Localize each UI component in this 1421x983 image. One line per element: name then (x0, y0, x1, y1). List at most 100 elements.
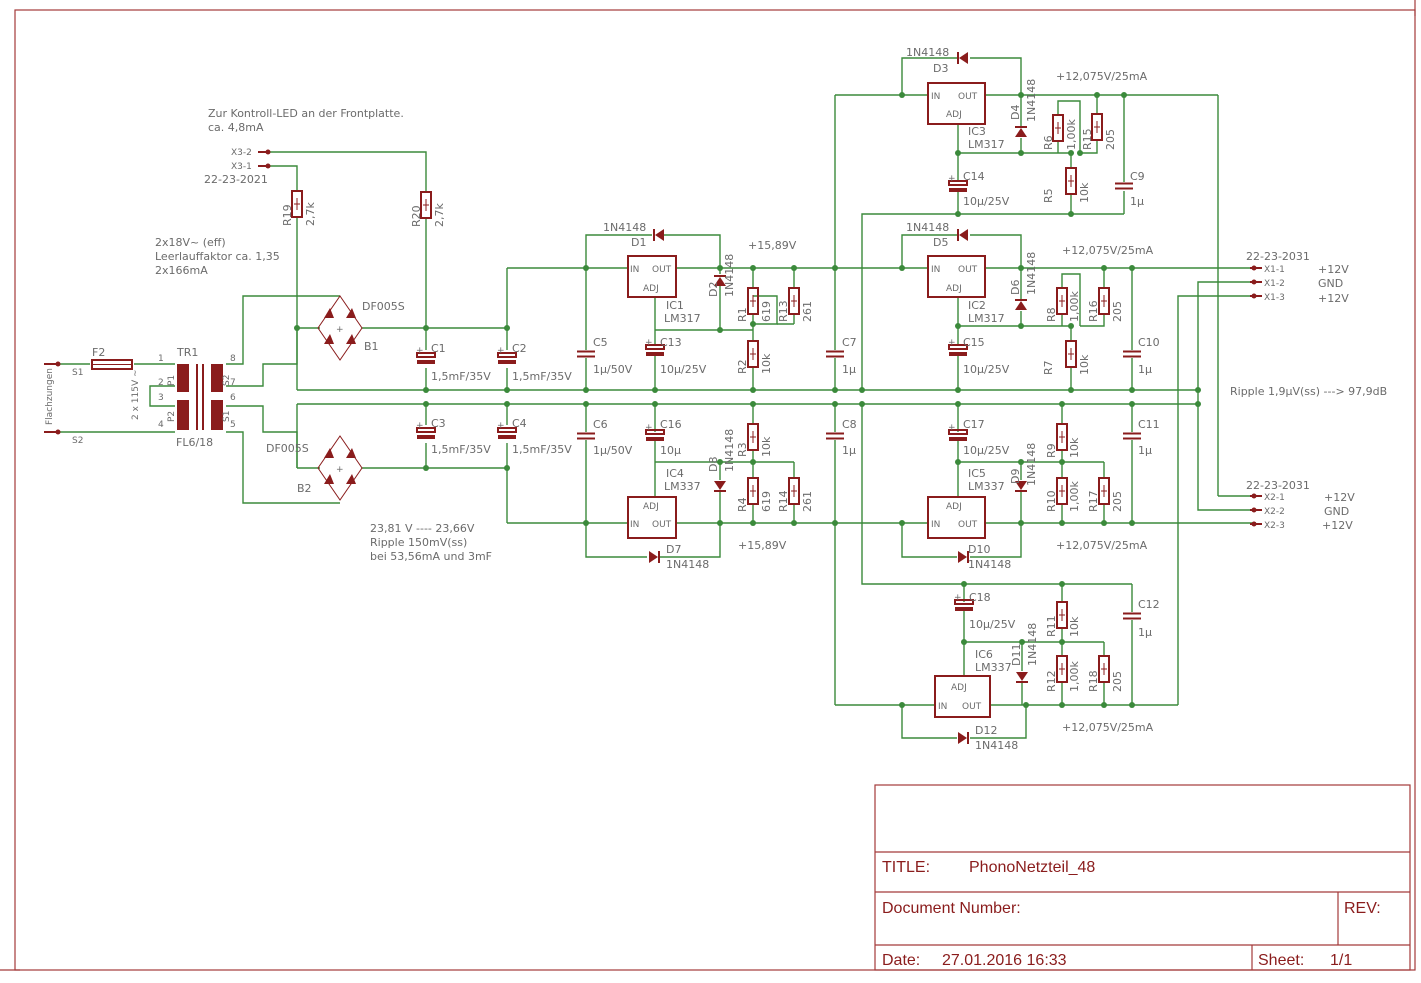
svg-text:1N4148: 1N4148 (906, 46, 949, 59)
date-value: 27.01.2016 16:33 (942, 952, 1067, 969)
svg-text:1N4148: 1N4148 (1025, 252, 1038, 295)
svg-text:R8: R8 (1045, 307, 1058, 322)
svg-text:S2: S2 (222, 375, 232, 386)
resistor-r8: R8 1,00k (1045, 287, 1081, 322)
svg-text:2,7k: 2,7k (304, 202, 317, 226)
svg-text:R15: R15 (1081, 128, 1094, 150)
svg-text:LM317: LM317 (968, 138, 1005, 151)
flachzungen-note: Flachzungen (45, 368, 55, 425)
resistor-r19: R19 2,7k (281, 190, 317, 226)
svg-text:1µ: 1µ (1138, 444, 1152, 457)
svg-text:1µ: 1µ (1138, 626, 1152, 639)
svg-text:3: 3 (158, 393, 164, 403)
diode-d6: D6 1N4148 (1009, 252, 1038, 311)
title-label: TITLE: (882, 859, 930, 876)
diode-d4: D4 1N4148 (1009, 79, 1038, 138)
svg-text:R6: R6 (1042, 135, 1055, 150)
svg-text:OUT: OUT (958, 92, 978, 102)
capacitor-c15: C15 10µ/25V (947, 336, 1010, 376)
svg-text:C3: C3 (431, 417, 446, 430)
svg-text:6: 6 (230, 393, 236, 403)
svg-text:10µ/25V: 10µ/25V (963, 195, 1010, 208)
svg-text:B1: B1 (364, 340, 379, 353)
svg-text:C10: C10 (1138, 336, 1160, 349)
svg-text:R10: R10 (1045, 490, 1058, 512)
svg-text:+12V: +12V (1318, 263, 1349, 276)
svg-text:C12: C12 (1138, 598, 1160, 611)
regulator-ic5: ADJ IN OUT IC5 LM337 (927, 467, 1005, 539)
svg-text:205: 205 (1104, 129, 1117, 150)
sheet-label: Sheet: (1258, 952, 1304, 969)
diode-d7: D7 1N4148 (648, 543, 709, 571)
annotations: Zur Kontroll-LED an der Frontplatte. ca.… (155, 70, 1387, 734)
diode-d5: 1N4148 D5 (906, 221, 969, 249)
svg-text:X3-1: X3-1 (231, 162, 252, 172)
resistor-r7: R7 10k (1042, 340, 1091, 375)
svg-text:C8: C8 (842, 418, 857, 431)
mains-input: S1 S2 Flachzungen (44, 361, 83, 446)
svg-text:D4: D4 (1009, 105, 1022, 120)
capacitor-c8: C8 1µ (825, 418, 857, 457)
svg-text:D10: D10 (968, 543, 990, 556)
svg-text:IN: IN (630, 265, 639, 275)
svg-text:10µ/25V: 10µ/25V (660, 363, 707, 376)
svg-text:R7: R7 (1042, 360, 1055, 375)
svg-text:D3: D3 (933, 62, 948, 75)
fuse-f2: F2 (91, 346, 133, 370)
note-trafo-factor: Leerlauffaktor ca. 1,35 (155, 250, 280, 263)
svg-text:+12V: +12V (1318, 292, 1349, 305)
rev-label: REV: (1344, 900, 1381, 917)
resistor-r12: R12 1,00k (1045, 655, 1081, 692)
svg-text:22-23-2031: 22-23-2031 (1246, 479, 1310, 492)
resistor-r1: R1 619 (736, 287, 773, 322)
svg-text:2 x 115V ~: 2 x 115V ~ (131, 369, 141, 420)
svg-text:R14: R14 (777, 490, 790, 512)
svg-text:R5: R5 (1042, 188, 1055, 203)
regulator-ic6: ADJ IN OUT IC6 LM337 (934, 648, 1012, 718)
svg-text:1µ/50V: 1µ/50V (593, 444, 633, 457)
svg-text:D1: D1 (631, 236, 646, 249)
svg-text:ADJ: ADJ (946, 502, 962, 512)
svg-text:1N4148: 1N4148 (723, 429, 736, 472)
svg-text:C13: C13 (660, 336, 682, 349)
note-ic6-output: +12,075V/25mA (1062, 721, 1154, 734)
svg-text:LM337: LM337 (968, 480, 1005, 493)
capacitor-c13: C13 10µ/25V (644, 336, 707, 376)
svg-text:R17: R17 (1087, 490, 1100, 512)
svg-text:R2: R2 (736, 359, 749, 374)
svg-text:10k: 10k (1078, 182, 1091, 203)
svg-text:+12V: +12V (1324, 491, 1355, 504)
diode-d1: 1N4148 D1 (603, 221, 665, 249)
svg-text:R20: R20 (410, 205, 423, 227)
svg-text:X1-1: X1-1 (1264, 265, 1285, 275)
svg-text:619: 619 (760, 301, 773, 322)
svg-text:P1: P1 (167, 375, 177, 386)
capacitor-c6: C6 1µ/50V (576, 418, 633, 457)
capacitor-c18: C18 10µ/25V (953, 591, 1016, 631)
capacitor-c9: C9 1µ (1114, 170, 1145, 208)
svg-text:LM317: LM317 (664, 312, 701, 325)
svg-text:D8: D8 (707, 457, 720, 472)
resistor-r17: R17 205 (1087, 477, 1124, 512)
resistor-r3: R3 10k (736, 423, 773, 457)
svg-text:IN: IN (931, 265, 940, 275)
regulator-ic4: ADJ IN OUT IC4 LM337 (627, 467, 701, 539)
svg-text:IC3: IC3 (968, 125, 986, 138)
junctions (294, 92, 1201, 708)
svg-text:C18: C18 (969, 591, 991, 604)
svg-text:7: 7 (230, 378, 236, 388)
svg-text:C6: C6 (593, 418, 608, 431)
svg-text:LM337: LM337 (664, 480, 701, 493)
date-label: Date: (882, 952, 920, 969)
capacitor-c4: C4 1,5mF/35V (496, 417, 572, 456)
resistor-r10: R10 1,00k (1045, 477, 1081, 512)
svg-text:GND: GND (1318, 277, 1343, 290)
svg-text:X2-3: X2-3 (1264, 521, 1285, 531)
svg-text:C14: C14 (963, 170, 985, 183)
svg-text:8: 8 (230, 354, 236, 364)
svg-text:OUT: OUT (962, 702, 982, 712)
svg-text:1N4148: 1N4148 (968, 558, 1011, 571)
resistor-r9: R9 10k (1045, 423, 1081, 458)
svg-text:10k: 10k (760, 353, 773, 374)
